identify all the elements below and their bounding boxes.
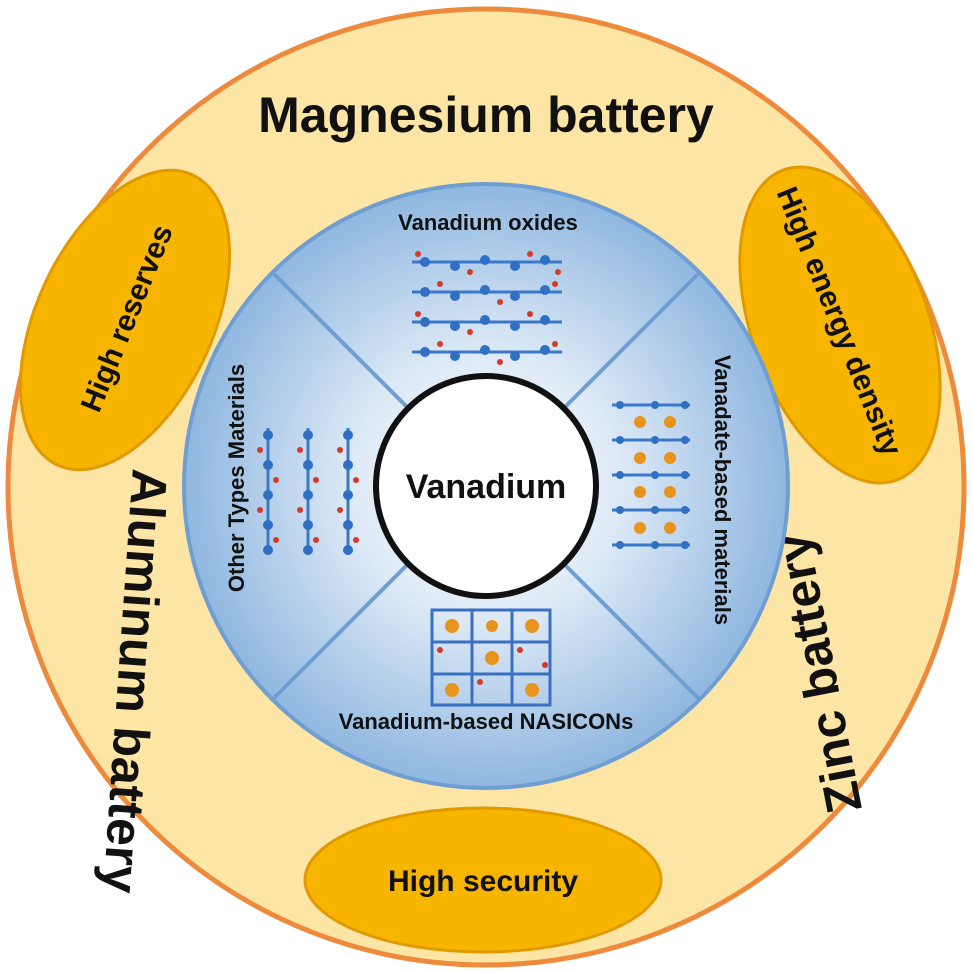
high-energy-density-badge: High energy density [738,165,942,485]
other-types-materials-label: Other Types Materials [224,364,249,592]
nasicon-structure [430,608,552,707]
center-circle [373,373,599,599]
vanadate-structure [612,401,690,549]
vanadate-based-materials-label: Vanadate-based materials [710,355,735,625]
quadrant-dividers [271,271,701,701]
high-security-badge: High security [303,806,663,954]
high-security-label: High security [388,865,578,898]
other-materials-structure [257,428,359,555]
high-reserves-badge: High reserves [18,168,232,472]
vanadium-center-label: Vanadium [406,468,567,506]
magnesium-battery-label: Magnesium battery [258,87,714,143]
vanadium-nasicons-label: Vanadium-based NASICONs [339,709,634,734]
vanadium-oxides-label: Vanadium oxides [398,210,578,235]
vanadium-oxides-structure [412,251,562,365]
